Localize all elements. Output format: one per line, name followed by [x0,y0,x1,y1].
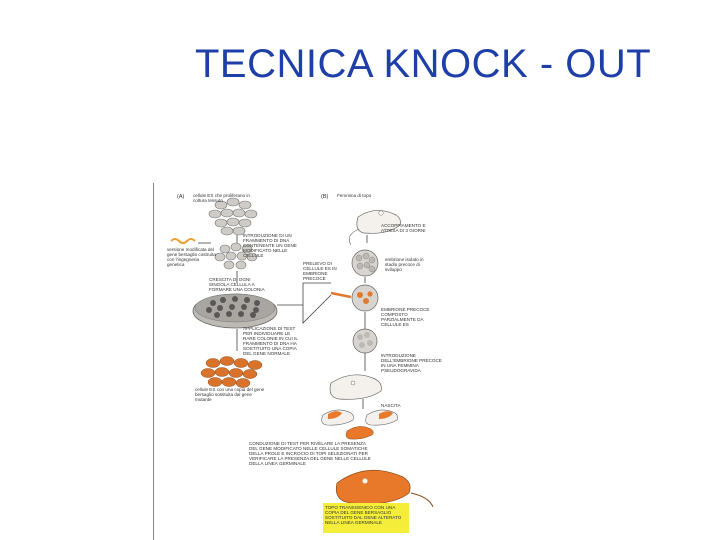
step-introduction: INTRODUZIONE DI UN FRAMMENTO DI DNA CONT… [243,233,297,258]
arrow-inject [302,294,332,324]
female-mouse [348,210,401,246]
panel-b-caption: Femmina di topo [337,193,372,198]
step-mating: ACCOPPIAMENTO E ATTESA DI 3 GIORNI [381,223,426,233]
step-conduct: CONDUZIONE DI TEST PER RIVELARE LA PRESE… [249,441,371,466]
panel-b-label: (B) [321,194,329,200]
arrow-take [277,282,331,306]
dna-vector-icon [170,238,196,244]
panel-a-label: (A) [177,194,185,200]
step-take: PRELIEVO DI CELLULE ES IN EMBRIONE PRECO… [303,261,337,281]
step-transgenic: TOPO TRANSGENICO CON UNA COPIA DEL GENE … [325,505,402,525]
early-embryo [351,249,379,277]
step-test: APPLICAZIONE DI TEST PER INDIVIDUARE LE … [243,326,298,356]
es-cells-cluster [208,197,258,236]
vector-note: versione modificata del gene bersaglio c… [167,247,216,267]
step-birth: NASCITA [381,403,401,408]
es-cells-mutant [200,356,263,388]
injected-embryo [330,284,379,312]
step-growth: CRESCITA DI OGNI SINGOLA CELLULA A FORMA… [209,277,265,292]
chimera-pups [321,409,398,440]
transgenic-mouse [335,469,434,508]
diagram-graphic [153,183,434,540]
step-early-embryo: EMBRIONE PRECOCE COMPOSTO PARZIALMENTE D… [381,307,430,327]
step-implant: INTRODUZIONE DELL'EMBRIONE PRECOCE IN UN… [381,353,442,373]
embryo-note: embrione isolato in stadio precoce di sv… [385,257,424,272]
transgenic-box [323,503,409,533]
panel-a-caption: cellule ES che proliferano in coltura te… [193,193,250,203]
petri-dish [192,293,278,329]
pipette [330,291,352,299]
es-cells-note: cellule ES con una copia del gene bersag… [195,387,265,402]
knockout-diagram: (A) cellule ES che proliferano in coltur… [153,183,453,540]
slide-title: TECNICA KNOCK - OUT [195,42,652,86]
es-cells-modified [214,242,258,270]
chimera-embryo [352,328,378,354]
pseudopregnant-mouse [329,374,382,400]
